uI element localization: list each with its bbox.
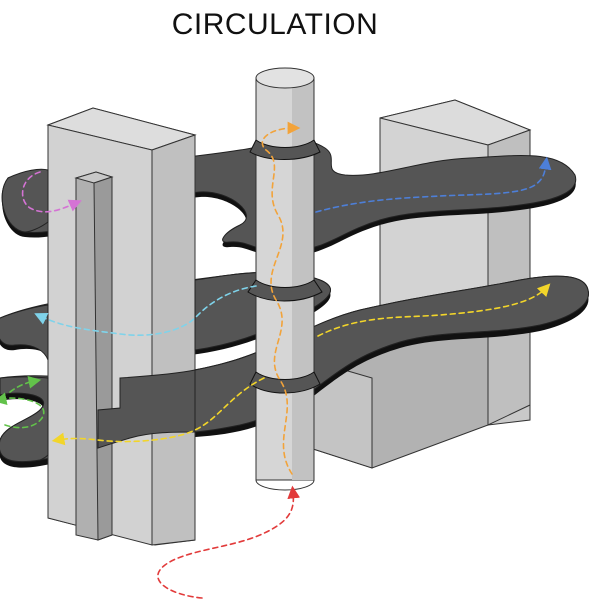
middle-slab-front-left	[0, 304, 49, 361]
upper-slab-front	[1, 168, 49, 233]
entry-path	[157, 485, 301, 599]
left-shaft	[74, 171, 114, 541]
upper-right-path	[315, 156, 552, 213]
lower-left-path-arrow	[9, 375, 42, 393]
vertical-core-path	[261, 121, 301, 475]
diagram-title: CIRCULATION	[171, 8, 379, 41]
lower-path-right	[317, 283, 551, 337]
cylinder-slab-rings	[247, 139, 323, 394]
lower-path	[51, 377, 265, 446]
lower-left-path	[0, 392, 45, 429]
lower-slab-front-mid	[97, 369, 196, 449]
lower-slab-front-left	[0, 376, 49, 463]
upper-left-path	[21, 171, 82, 213]
middle-path	[34, 285, 257, 337]
